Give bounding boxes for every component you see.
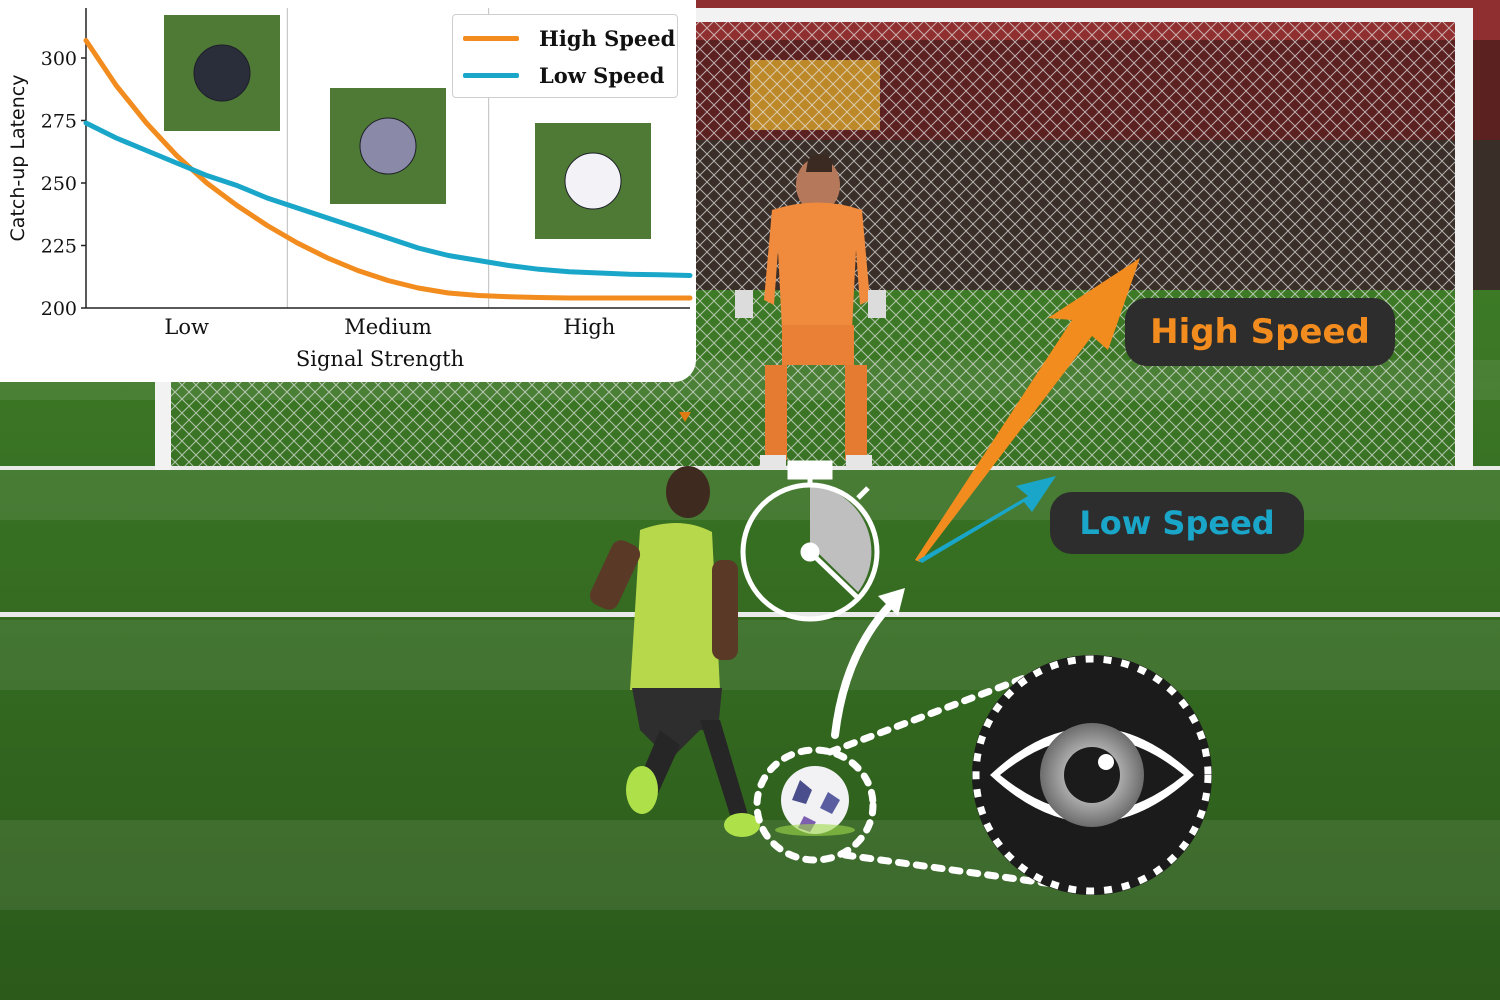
legend-item-low-speed: Low Speed <box>463 60 664 90</box>
y-tick-label: 275 <box>41 111 77 133</box>
eye-magnifier <box>753 668 1064 889</box>
ball-thumbnail-ball-1 <box>193 44 251 102</box>
x-category-label: High <box>563 315 615 339</box>
eye-icon <box>972 655 1212 895</box>
tiny-orange-marker <box>679 412 691 422</box>
ball-thumbnail-ball-3 <box>564 152 622 210</box>
x-category-label: Medium <box>344 315 432 339</box>
legend-item-high-speed: High Speed <box>463 23 675 53</box>
legend-swatch-low-speed <box>463 72 519 78</box>
y-axis-title: Catch-up Latency <box>7 75 29 242</box>
series-line-low-speed <box>83 120 693 278</box>
chart-legend: High Speed Low Speed <box>452 14 678 98</box>
y-tick-label: 200 <box>41 298 77 320</box>
ball-thumbnail-ball-2 <box>359 117 417 175</box>
pitch-line-box <box>0 612 1500 617</box>
x-axis-title: Signal Strength <box>296 347 464 371</box>
x-category-label: Low <box>164 315 209 339</box>
kicker-figure <box>589 466 760 837</box>
high-speed-callout: High Speed <box>1125 298 1395 366</box>
perception-arrow <box>831 588 905 739</box>
stopwatch-icon <box>740 460 880 622</box>
legend-label-high-speed: High Speed <box>539 25 676 51</box>
legend-label-low-speed: Low Speed <box>539 62 665 88</box>
y-tick-label: 300 <box>41 48 77 70</box>
goalkeeper-figure <box>735 154 886 469</box>
low-speed-arrow <box>918 476 1056 563</box>
low-speed-callout: Low Speed <box>1050 492 1304 554</box>
high-speed-arrow <box>915 258 1140 562</box>
legend-swatch-high-speed <box>463 35 519 41</box>
y-tick-label: 225 <box>41 236 77 258</box>
y-tick-label: 250 <box>41 173 77 195</box>
soccer-ball <box>775 766 855 836</box>
